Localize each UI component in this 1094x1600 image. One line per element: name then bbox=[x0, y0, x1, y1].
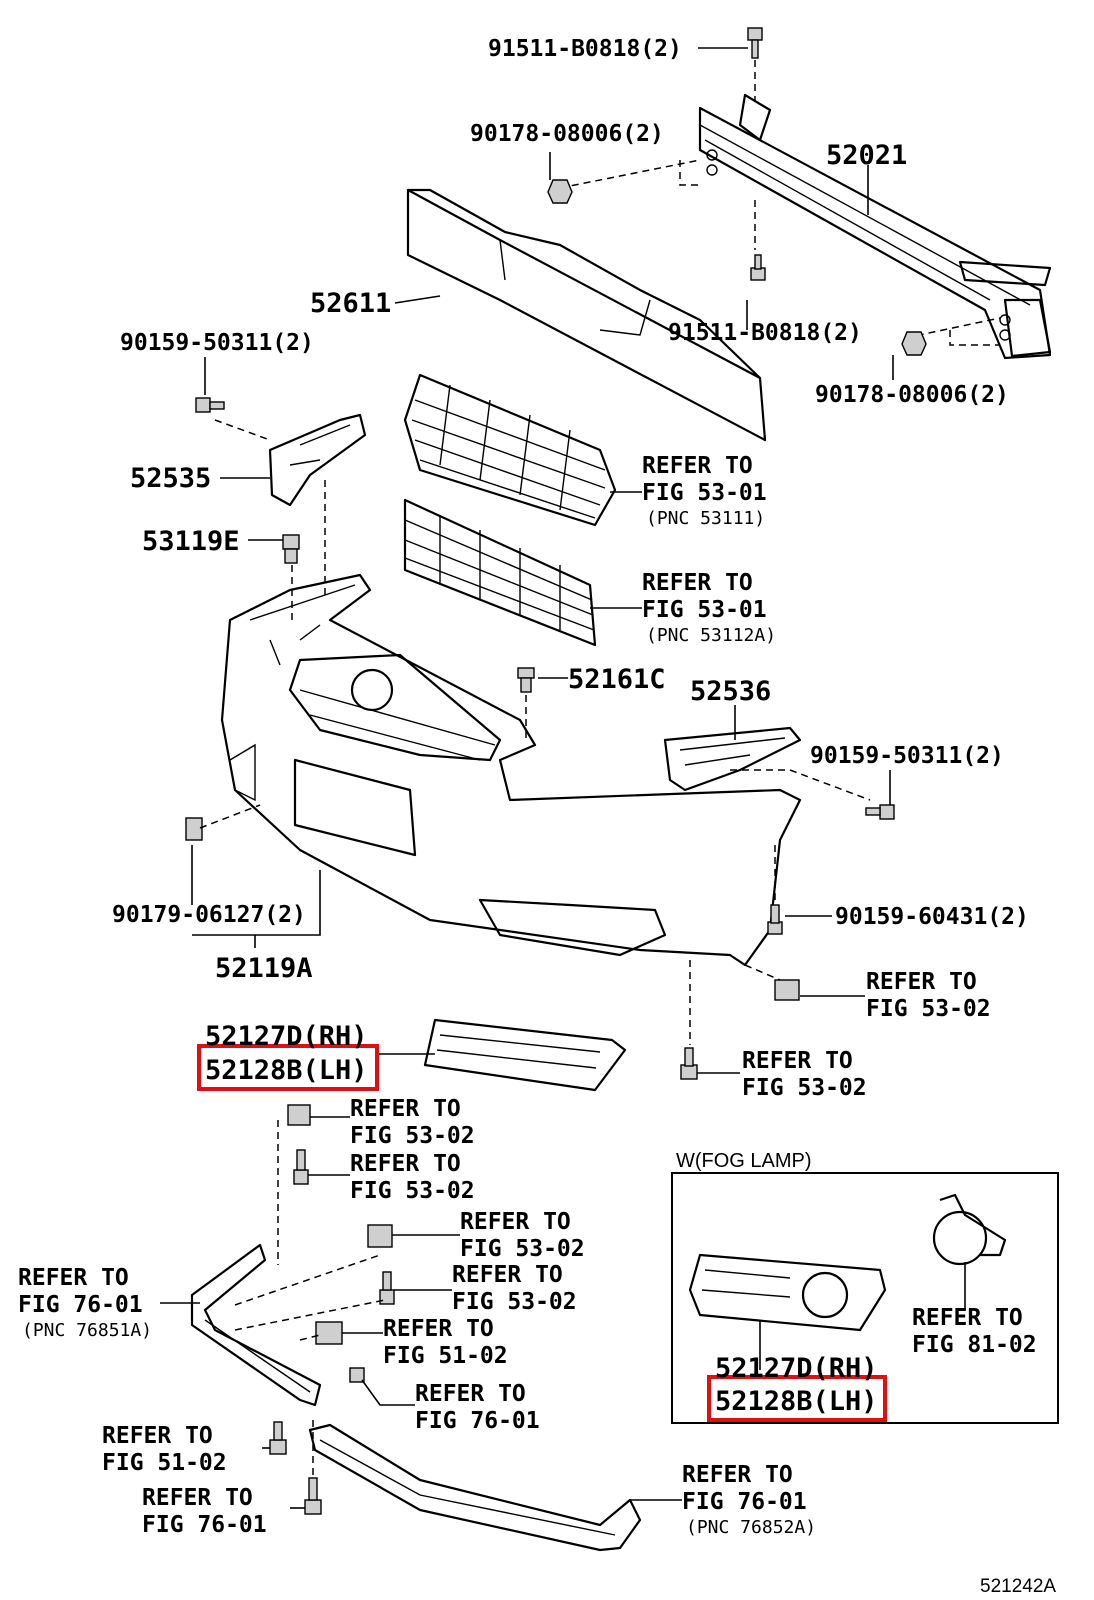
radiator-grille-53111[interactable] bbox=[403, 373, 617, 527]
bolt-refer-53-02-right[interactable] bbox=[680, 1047, 698, 1080]
ref-spoiler1-pnc: (PNC 76851A) bbox=[22, 1320, 152, 1341]
ref-clip-l1-l1: REFER TO bbox=[350, 1096, 461, 1122]
ref-grille2-pnc: (PNC 53112A) bbox=[646, 625, 776, 646]
fog-lamp-inset-box bbox=[671, 1172, 1059, 1424]
bolt-refer-51-02-bottom[interactable] bbox=[269, 1421, 287, 1455]
ref-bolt-b2-l1: REFER TO bbox=[142, 1485, 253, 1511]
nut-90178-right[interactable] bbox=[901, 331, 927, 356]
ref-clip-l6-l2: FIG 76-01 bbox=[415, 1408, 540, 1434]
clip-refer-53-02-l1[interactable] bbox=[287, 1104, 311, 1126]
highlight-52128B-inset bbox=[707, 1375, 887, 1422]
ref-spoiler2-l2: FIG 76-01 bbox=[682, 1489, 807, 1515]
callout-90159-left: 90159-50311(2) bbox=[120, 330, 314, 356]
bolt-91511-mid[interactable] bbox=[750, 254, 766, 281]
spoiler-76852A[interactable] bbox=[308, 1423, 642, 1552]
ref-bolt-b1-l1: REFER TO bbox=[102, 1423, 213, 1449]
ref-clip-l1-l2: FIG 53-02 bbox=[350, 1123, 475, 1149]
bumper-cover-52119A[interactable] bbox=[220, 573, 802, 967]
callout-91511-top: 91511-B0818(2) bbox=[488, 36, 682, 62]
spoiler-76851A[interactable] bbox=[190, 1243, 322, 1407]
highlight-52128B-main bbox=[197, 1044, 379, 1091]
callout-90179: 90179-06127(2) bbox=[112, 902, 306, 928]
ref-clip-r1-l2: FIG 53-02 bbox=[866, 996, 991, 1022]
callout-52128B-inset: 52128B(LH) bbox=[715, 1386, 878, 1417]
bracket-52535[interactable] bbox=[268, 413, 367, 507]
clip-refer-53-02-l3[interactable] bbox=[367, 1224, 393, 1248]
ref-clip-l2-l1: REFER TO bbox=[350, 1151, 461, 1177]
bolt-90159-right[interactable] bbox=[865, 804, 895, 820]
callout-53119E: 53119E bbox=[142, 526, 240, 557]
ref-foglamp-l1: REFER TO bbox=[912, 1305, 1023, 1331]
callout-90159-right: 90159-50311(2) bbox=[810, 743, 1004, 769]
callout-52161C: 52161C bbox=[568, 664, 666, 695]
fog-lamp-cover-inset[interactable] bbox=[688, 1253, 887, 1332]
ref-grille2-l1: REFER TO bbox=[642, 570, 753, 596]
ref-grille1-l1: REFER TO bbox=[642, 453, 753, 479]
callout-52119A: 52119A bbox=[215, 953, 313, 984]
ref-clip-r2-l2: FIG 53-02 bbox=[742, 1075, 867, 1101]
figure-id: 521242A bbox=[980, 1576, 1056, 1597]
ref-spoiler2-pnc: (PNC 76852A) bbox=[686, 1517, 816, 1538]
callout-90159-60431: 90159-60431(2) bbox=[835, 904, 1029, 930]
ref-bolt-b2-l2: FIG 76-01 bbox=[142, 1512, 267, 1538]
callout-52021: 52021 bbox=[826, 140, 907, 171]
bolt-91511-top[interactable] bbox=[747, 27, 763, 59]
clip-refer-76-01-l6[interactable] bbox=[349, 1367, 365, 1383]
ref-grille1-l2: FIG 53-01 bbox=[642, 480, 767, 506]
callout-52535: 52535 bbox=[130, 463, 211, 494]
bumper-reinforcement-52021[interactable] bbox=[698, 93, 1052, 360]
callout-91511-mid: 91511-B0818(2) bbox=[668, 320, 862, 346]
bolt-refer-76-01-bottom[interactable] bbox=[304, 1477, 322, 1515]
callout-52127D-main: 52127D(RH) bbox=[205, 1021, 368, 1052]
clip-90179[interactable] bbox=[185, 817, 203, 841]
clip-53119E[interactable] bbox=[282, 534, 300, 564]
nut-90178-top[interactable] bbox=[547, 179, 573, 204]
ref-clip-l3-l1: REFER TO bbox=[460, 1209, 571, 1235]
leader-lines bbox=[160, 47, 966, 1509]
ref-clip-l5-l1: REFER TO bbox=[383, 1316, 494, 1342]
callout-52536: 52536 bbox=[690, 676, 771, 707]
bolt-90159-60431[interactable] bbox=[767, 904, 783, 935]
ref-grille2-l2: FIG 53-01 bbox=[642, 597, 767, 623]
bolt-refer-53-02-l4[interactable] bbox=[379, 1271, 395, 1305]
clip-52161C[interactable] bbox=[517, 667, 535, 693]
bracket-52536[interactable] bbox=[663, 726, 802, 792]
ref-spoiler2-l1: REFER TO bbox=[682, 1462, 793, 1488]
ref-grille1-pnc: (PNC 53111) bbox=[646, 508, 765, 529]
ref-clip-r1-l1: REFER TO bbox=[866, 969, 977, 995]
ref-foglamp-l2: FIG 81-02 bbox=[912, 1332, 1037, 1358]
callout-90178-right: 90178-08006(2) bbox=[815, 382, 1009, 408]
ref-spoiler1-l1: REFER TO bbox=[18, 1265, 129, 1291]
lower-grille-53112A[interactable] bbox=[403, 498, 597, 647]
inset-title: W(FOG LAMP) bbox=[676, 1150, 812, 1172]
ref-clip-l4-l2: FIG 53-02 bbox=[452, 1289, 577, 1315]
ref-clip-l2-l2: FIG 53-02 bbox=[350, 1178, 475, 1204]
energy-absorber-52611[interactable] bbox=[406, 188, 767, 442]
ref-clip-l5-l2: FIG 51-02 bbox=[383, 1343, 508, 1369]
fog-lamp-cover-52128B[interactable] bbox=[423, 1018, 627, 1092]
fog-lamp-assembly[interactable] bbox=[932, 1193, 1007, 1266]
callout-52128B-main: 52128B(LH) bbox=[205, 1055, 368, 1086]
callout-52611: 52611 bbox=[310, 288, 391, 319]
bolt-refer-53-02-l2[interactable] bbox=[293, 1149, 309, 1185]
ref-clip-l3-l2: FIG 53-02 bbox=[460, 1236, 585, 1262]
callout-52127D-inset: 52127D(RH) bbox=[715, 1353, 878, 1384]
ref-bolt-b1-l2: FIG 51-02 bbox=[102, 1450, 227, 1476]
ref-clip-r2-l1: REFER TO bbox=[742, 1048, 853, 1074]
ref-spoiler1-l2: FIG 76-01 bbox=[18, 1292, 143, 1318]
ref-clip-l4-l1: REFER TO bbox=[452, 1262, 563, 1288]
clip-refer-53-02-right[interactable] bbox=[774, 979, 800, 1001]
ref-clip-l6-l1: REFER TO bbox=[415, 1381, 526, 1407]
bolt-90159-left[interactable] bbox=[195, 397, 225, 413]
clip-refer-51-02-l5[interactable] bbox=[315, 1321, 343, 1345]
callout-90178-top: 90178-08006(2) bbox=[470, 121, 664, 147]
